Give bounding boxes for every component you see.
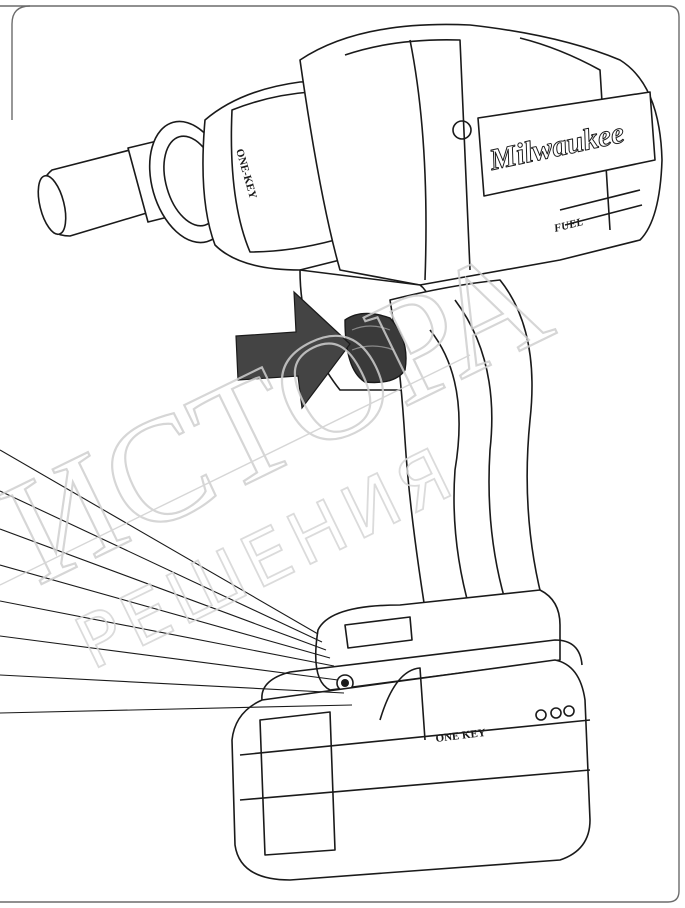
frame-left-edge [11,5,31,120]
leader-line-1 [0,449,319,635]
leader-line-7 [0,674,345,694]
figure-frame [0,5,680,903]
nose-band [230,91,336,253]
leader-line-4 [0,564,331,659]
brand-plate [477,91,656,197]
leader-line-6 [0,635,339,681]
battery-lower-shell [239,719,591,801]
housing-ridge-2 [409,39,427,281]
housing-ridge-1 [344,38,471,271]
battery-gauge-led-1 [535,709,547,721]
battery-gauge-led-3 [563,705,575,717]
battery-gauge-led-2 [550,707,562,719]
leader-line-2 [0,490,323,643]
indicator-light-core [341,679,349,687]
foot-button-block [344,616,413,649]
anvil-end [37,174,67,236]
mode-selector-knob [344,312,407,384]
leader-line-3 [0,528,327,651]
grip-outline-2 [454,299,506,601]
registered-mark [452,120,472,140]
battery-pack [231,659,591,881]
watermark-underline [0,354,471,586]
leader-lines [0,449,353,714]
housing-vent [559,189,643,226]
grip-inner-line [429,329,471,611]
battery-front-panel [259,711,336,856]
battery-latch [379,667,426,741]
handle-grip [389,279,546,641]
housing-ridge-3 [519,37,611,231]
leader-line-8 [0,704,353,714]
leader-line-5 [0,600,335,667]
tool-foot [314,589,561,691]
press-arrow-icon [235,290,351,410]
